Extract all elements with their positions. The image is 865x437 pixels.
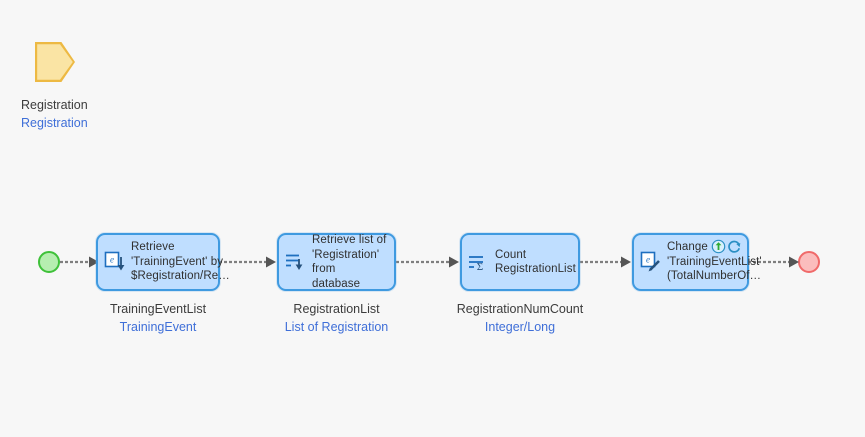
refresh-client-icon <box>727 239 742 254</box>
connector-node2-to-node3[interactable] <box>396 255 460 269</box>
caption-type: List of Registration <box>284 320 389 334</box>
parameter-name: Registration <box>21 98 88 112</box>
connector-node4-to-end[interactable] <box>748 255 800 269</box>
change-object-icon: e <box>640 251 662 273</box>
svg-text:e: e <box>646 255 650 265</box>
caption-type: Integer/Long <box>484 320 556 334</box>
svg-text:Σ: Σ <box>477 261 483 273</box>
connector-node1-to-node2[interactable] <box>219 255 277 269</box>
svg-text:e: e <box>110 255 114 265</box>
node-caption-retrieve-from-database: RegistrationList List of Registration <box>270 300 403 337</box>
caption-name: RegistrationList <box>293 302 380 316</box>
caption-name: RegistrationNumCount <box>456 302 584 316</box>
caption-type: TrainingEvent <box>119 320 197 334</box>
retrieve-from-database-icon <box>285 251 307 273</box>
retrieve-by-association-icon: e <box>104 251 126 273</box>
parameter-type: Registration <box>21 116 88 130</box>
node-change-object[interactable]: e Change 'TrainingEventList' (TotalNumbe… <box>632 233 762 291</box>
end-event-icon[interactable] <box>798 251 820 273</box>
node-retrieve-from-database[interactable]: Retrieve list of 'Registration' from dat… <box>277 233 396 291</box>
start-event-icon[interactable] <box>38 251 60 273</box>
caption-name: TrainingEventList <box>109 302 207 316</box>
commit-arrow-icon <box>711 239 726 254</box>
node-aggregate-count[interactable]: Σ Count RegistrationList <box>460 233 580 291</box>
node-label: Count RegistrationList <box>495 248 576 276</box>
node-label: Retrieve 'TrainingEvent' by $Registratio… <box>131 241 230 283</box>
node-caption-retrieve-by-association: TrainingEventList TrainingEvent <box>96 300 220 337</box>
parameter-pentagon-icon <box>35 42 75 82</box>
node-badges <box>711 239 742 254</box>
parameter-registration[interactable]: Registration Registration <box>16 42 136 132</box>
connector-start-to-node1[interactable] <box>60 255 100 269</box>
node-caption-aggregate-count: RegistrationNumCount Integer/Long <box>450 300 590 337</box>
aggregate-count-icon: Σ <box>468 251 490 273</box>
node-label: Retrieve list of 'Registration' from dat… <box>312 234 387 290</box>
connector-node3-to-node4[interactable] <box>580 255 632 269</box>
parameter-caption: Registration Registration <box>16 96 136 132</box>
node-label: Change 'TrainingEventList' (TotalNumberO… <box>667 241 762 283</box>
node-retrieve-by-association[interactable]: e Retrieve 'TrainingEvent' by $Registrat… <box>96 233 230 291</box>
